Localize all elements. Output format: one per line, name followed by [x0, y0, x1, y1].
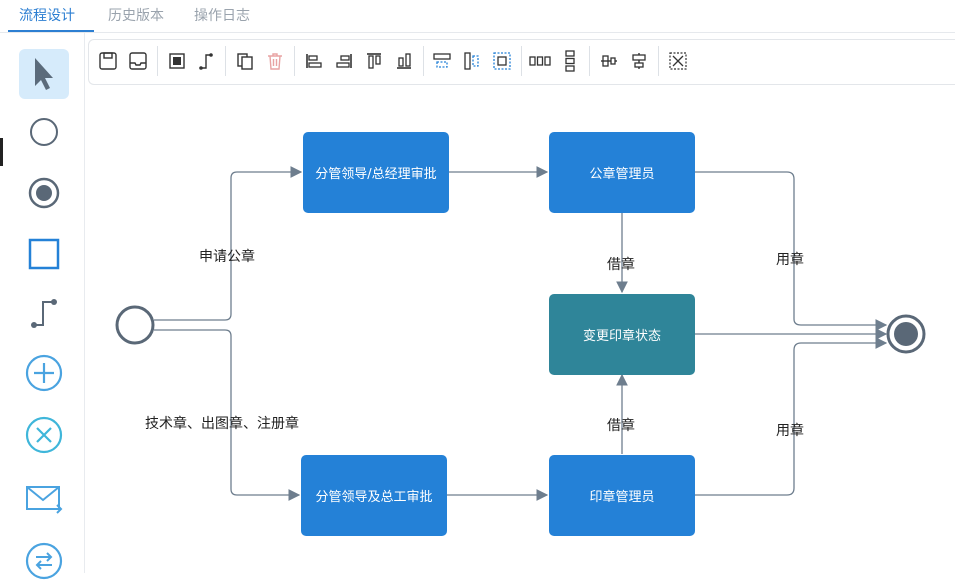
tab-history-versions[interactable]: 历史版本: [108, 8, 164, 24]
save-as-button[interactable]: [127, 50, 149, 72]
task-tool[interactable]: [19, 229, 69, 279]
align-bottom-icon: [397, 53, 411, 69]
same-width-icon: [433, 53, 451, 68]
distribute-horizontal-button[interactable]: [529, 50, 551, 72]
center-horizontal-icon: [601, 55, 617, 67]
end-event-icon: [28, 177, 60, 209]
diagram-edges: [115, 166, 926, 501]
pointer-tool[interactable]: [19, 49, 69, 99]
same-size-button[interactable]: [491, 50, 513, 72]
save-button[interactable]: [97, 50, 119, 72]
connect-icon: [199, 53, 213, 70]
center-vertical-button[interactable]: [628, 50, 650, 72]
align-left-button[interactable]: [303, 50, 325, 72]
fit-view-icon: [669, 52, 687, 70]
toolbar-separator: [294, 46, 295, 76]
center-horizontal-button[interactable]: [598, 50, 620, 72]
edge-use-top: [695, 171, 888, 331]
edge-label-borrow-top: 借章: [607, 257, 635, 273]
edge-use-bottom: [695, 337, 888, 496]
delete-button[interactable]: [264, 50, 286, 72]
inclusive-gateway-tool[interactable]: [19, 536, 69, 586]
inclusive-gateway-icon: [25, 542, 63, 580]
exclusive-gateway-icon: [25, 416, 63, 454]
save-as-icon: [129, 52, 147, 70]
task-seal-admin[interactable]: 公章管理员: [549, 132, 695, 213]
stop-icon: [169, 53, 185, 69]
start-event: [115, 305, 155, 345]
edge-label-use-top: 用章: [776, 252, 804, 268]
copy-button[interactable]: [234, 50, 256, 72]
task-approval-general-manager[interactable]: 分管领导/总经理审批: [303, 132, 449, 213]
connect-button[interactable]: [195, 50, 217, 72]
exclusive-gateway-tool[interactable]: [19, 410, 69, 460]
toolbar: [88, 39, 955, 85]
toolbar-separator: [423, 46, 424, 76]
toolbar-separator: [521, 46, 522, 76]
same-size-icon: [493, 52, 511, 70]
distribute-vertical-button[interactable]: [559, 50, 581, 72]
task-stamp-admin[interactable]: 印章管理员: [549, 455, 695, 536]
align-bottom-button[interactable]: [393, 50, 415, 72]
parallel-gateway-icon: [25, 354, 63, 392]
end-event: [886, 314, 926, 354]
connection-icon: [31, 299, 57, 328]
start-event-tool[interactable]: [19, 107, 69, 157]
end-event-tool[interactable]: [19, 168, 69, 218]
center-vertical-icon: [632, 53, 646, 69]
save-icon: [99, 52, 117, 70]
edge-label-borrow-bottom: 借章: [607, 418, 635, 434]
stop-button[interactable]: [166, 50, 188, 72]
align-right-button[interactable]: [333, 50, 355, 72]
same-height-button[interactable]: [461, 50, 483, 72]
distribute-horizontal-icon: [529, 56, 551, 66]
same-height-icon: [464, 52, 479, 70]
toolbar-separator: [157, 46, 158, 76]
diagram-canvas[interactable]: 分管领导/总经理审批 公章管理员 变更印章状态 分管领导及总工审批 印章管理员 …: [85, 84, 955, 573]
toolbar-separator: [225, 46, 226, 76]
message-tool[interactable]: [19, 474, 69, 524]
align-top-button[interactable]: [363, 50, 385, 72]
distribute-vertical-icon: [565, 50, 575, 72]
task-approval-chief-engineer[interactable]: 分管领导及总工审批: [301, 455, 447, 536]
copy-icon: [237, 53, 253, 70]
edge-technical-seals: [154, 329, 301, 501]
tab-operation-log[interactable]: 操作日志: [194, 8, 250, 24]
task-icon: [28, 238, 60, 270]
active-tab-indicator: [8, 30, 94, 32]
tab-bar: 流程设计 历史版本 操作日志: [0, 0, 955, 32]
align-right-icon: [336, 54, 352, 68]
tab-divider: [0, 32, 955, 33]
edge-label-use-bottom: 用章: [776, 423, 804, 439]
align-left-icon: [306, 54, 322, 68]
message-icon: [26, 486, 63, 514]
tab-process-design[interactable]: 流程设计: [19, 8, 75, 24]
fit-view-button[interactable]: [667, 50, 689, 72]
parallel-gateway-tool[interactable]: [19, 348, 69, 398]
delete-icon: [268, 53, 282, 70]
toolbar-separator: [658, 46, 659, 76]
element-palette: [0, 33, 85, 580]
edge-label-technical-seals: 技术章、出图章、注册章: [145, 416, 299, 432]
start-event-icon: [30, 118, 58, 146]
same-width-button[interactable]: [431, 50, 453, 72]
task-change-seal-status[interactable]: 变更印章状态: [549, 294, 695, 375]
connection-tool[interactable]: [19, 288, 69, 338]
palette-edge-mark: [0, 138, 3, 166]
edge-apply-official-seal: [154, 166, 303, 321]
edge-label-apply-official-seal: 申请公章: [199, 249, 255, 265]
toolbar-separator: [589, 46, 590, 76]
pointer-icon: [35, 58, 53, 90]
align-top-icon: [367, 53, 381, 69]
